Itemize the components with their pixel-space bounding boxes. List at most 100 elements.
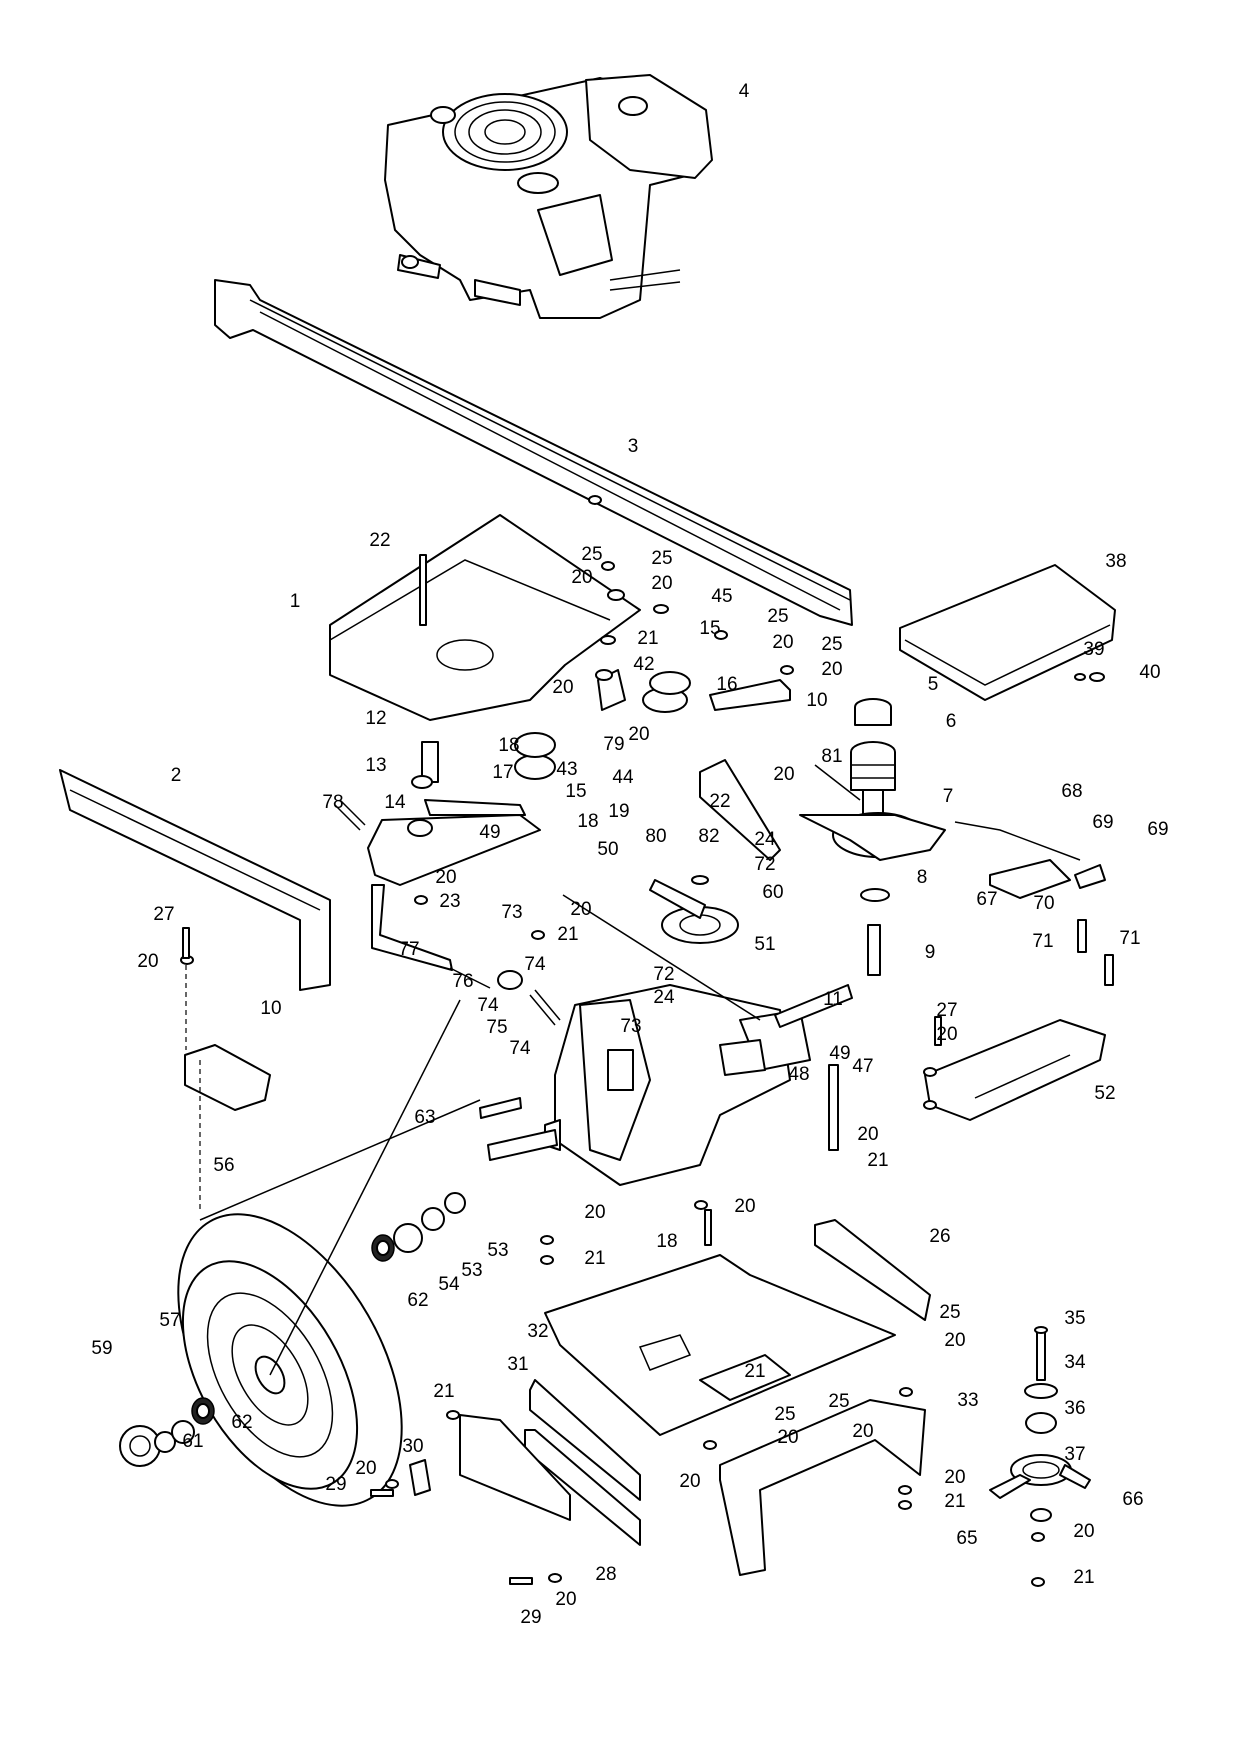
callout-number: 51 [754, 934, 775, 955]
callout-number: 67 [976, 889, 997, 910]
engine-part [384, 74, 713, 319]
callout-29: 29 [520, 1607, 541, 1628]
callout-number: 14 [384, 792, 406, 813]
callout-number: 73 [501, 902, 522, 923]
callout-73: 73 [501, 902, 522, 923]
callout-20: 20 [773, 764, 794, 785]
callout-number: 21 [1073, 1567, 1094, 1588]
callout-27: 27 [153, 904, 174, 925]
callout-68: 68 [1061, 781, 1082, 802]
callout-20: 20 [355, 1458, 376, 1479]
callout-number: 20 [679, 1471, 700, 1492]
callout-82: 82 [698, 826, 719, 847]
callout-number: 9 [925, 942, 936, 963]
callout-number: 24 [653, 987, 675, 1008]
callout-number: 43 [556, 759, 577, 780]
callout-20: 20 [1073, 1521, 1094, 1542]
callout-number: 75 [486, 1017, 507, 1038]
callout-number: 21 [637, 628, 658, 649]
callout-number: 20 [734, 1196, 755, 1217]
platform-part [329, 514, 641, 721]
callout-number: 20 [1073, 1521, 1094, 1542]
callout-20: 20 [944, 1467, 965, 1488]
callout-number: 63 [414, 1107, 435, 1128]
callout-number: 33 [957, 1390, 978, 1411]
transmission-part [544, 984, 811, 1186]
callout-20: 20 [734, 1196, 755, 1217]
callout-20: 20 [944, 1330, 965, 1351]
callout-30: 30 [402, 1436, 423, 1457]
callout-40: 40 [1139, 662, 1160, 683]
callout-number: 21 [944, 1491, 965, 1512]
callout-number: 27 [153, 904, 174, 925]
callout-16: 16 [716, 674, 737, 695]
callout-36: 36 [1064, 1398, 1085, 1419]
callout-number: 74 [524, 954, 546, 975]
callout-42: 42 [633, 654, 654, 675]
side-bracket-part [409, 1414, 571, 1521]
callout-number: 27 [936, 1000, 957, 1021]
callout-number: 71 [1119, 928, 1140, 949]
callout-29: 29 [325, 1474, 346, 1495]
callout-number: 20 [857, 1124, 878, 1145]
callout-21: 21 [1073, 1567, 1094, 1588]
callout-62: 62 [231, 1412, 252, 1433]
callout-number: 21 [584, 1248, 605, 1269]
callout-number: 20 [552, 677, 573, 698]
bracket-part [954, 821, 1114, 986]
callout-15: 15 [699, 618, 720, 639]
callout-number: 21 [557, 924, 578, 945]
callout-number: 34 [1064, 1352, 1086, 1373]
left-frame-rail-part [59, 769, 331, 991]
callout-number: 49 [479, 822, 500, 843]
callout-67: 67 [976, 889, 997, 910]
callout-number: 18 [577, 811, 598, 832]
callout-number: 22 [369, 530, 390, 551]
callout-number: 80 [645, 826, 666, 847]
callout-number: 2 [171, 765, 182, 786]
callout-23: 23 [439, 891, 460, 912]
callout-number: 23 [439, 891, 460, 912]
callout-22: 22 [369, 530, 390, 551]
callout-number: 1 [290, 591, 301, 612]
callout-20: 20 [555, 1589, 576, 1610]
callout-number: 4 [739, 81, 750, 102]
callout-number: 21 [744, 1361, 765, 1382]
callout-72: 72 [754, 854, 775, 875]
callout-number: 42 [633, 654, 654, 675]
callout-6: 6 [946, 711, 957, 732]
callout-number: 25 [767, 606, 788, 627]
callout-25: 25 [828, 1391, 849, 1412]
callout-14: 14 [384, 792, 406, 813]
callout-number: 76 [452, 971, 473, 992]
callout-number: 20 [435, 867, 456, 888]
callout-number: 44 [612, 767, 634, 788]
cover-plate-part [899, 564, 1116, 701]
callout-number: 62 [231, 1412, 252, 1433]
callout-number: 11 [823, 989, 843, 1010]
callout-9: 9 [925, 942, 936, 963]
callout-number: 35 [1064, 1308, 1085, 1329]
hub-part [119, 1192, 466, 1467]
callout-65: 65 [956, 1528, 977, 1549]
callout-44: 44 [612, 767, 634, 788]
callout-18: 18 [656, 1231, 677, 1252]
callout-1: 1 [290, 591, 301, 612]
callout-20: 20 [772, 632, 793, 653]
callout-number: 30 [402, 1436, 423, 1457]
callout-21: 21 [584, 1248, 605, 1269]
callout-24: 24 [653, 987, 675, 1008]
callout-number: 20 [777, 1427, 798, 1448]
callout-number: 21 [867, 1150, 888, 1171]
pulley-stack-part [799, 698, 946, 976]
callout-number: 81 [821, 746, 842, 767]
callout-69: 69 [1147, 819, 1168, 840]
callout-number: 39 [1083, 639, 1104, 660]
callout-number: 62 [407, 1290, 428, 1311]
callout-number: 45 [711, 586, 732, 607]
callout-74: 74 [477, 995, 499, 1016]
callout-number: 57 [159, 1310, 180, 1331]
callout-number: 20 [651, 573, 672, 594]
